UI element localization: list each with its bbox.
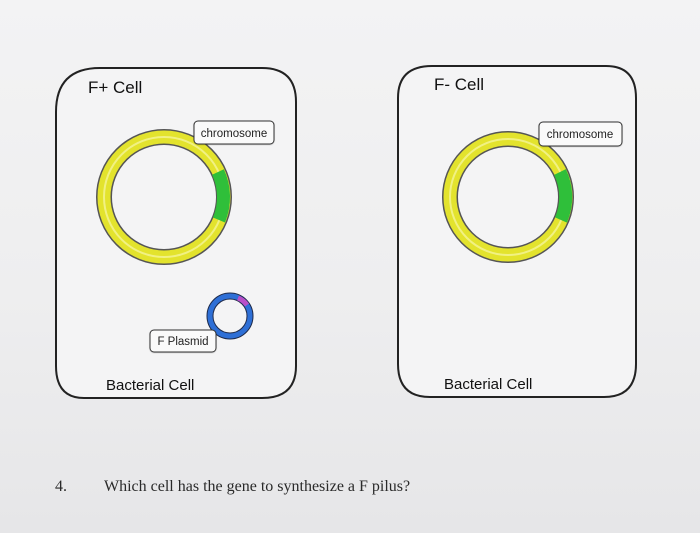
cell-title: F- Cell [434,75,484,94]
cell-title: F+ Cell [88,78,142,97]
plasmid-segment [236,295,250,307]
svg-text:F Plasmid: F Plasmid [157,336,208,348]
chromosome-label: chromosome [193,120,275,145]
cell-membrane [397,65,637,398]
cell-footer: Bacterial Cell [444,376,532,393]
question-text: Which cell has the gene to synthesize a … [104,478,411,495]
f-minus-cell: F- Cell chromosome Bacterial Cell [397,65,637,398]
f-plus-cell: F+ Cell chromosome F Plasmid [55,67,297,399]
question-number: 4. [55,478,67,495]
f-plasmid [206,292,254,340]
chromosome-label: chromosome [538,121,623,147]
plasmid-label: F Plasmid [149,329,217,353]
cell-footer: Bacterial Cell [106,377,194,394]
chromosome [96,129,232,265]
chromosome [442,131,574,263]
svg-text:chromosome: chromosome [201,128,267,140]
svg-text:chromosome: chromosome [547,129,613,141]
gene-segment [211,169,231,223]
gene-segment [554,169,573,223]
